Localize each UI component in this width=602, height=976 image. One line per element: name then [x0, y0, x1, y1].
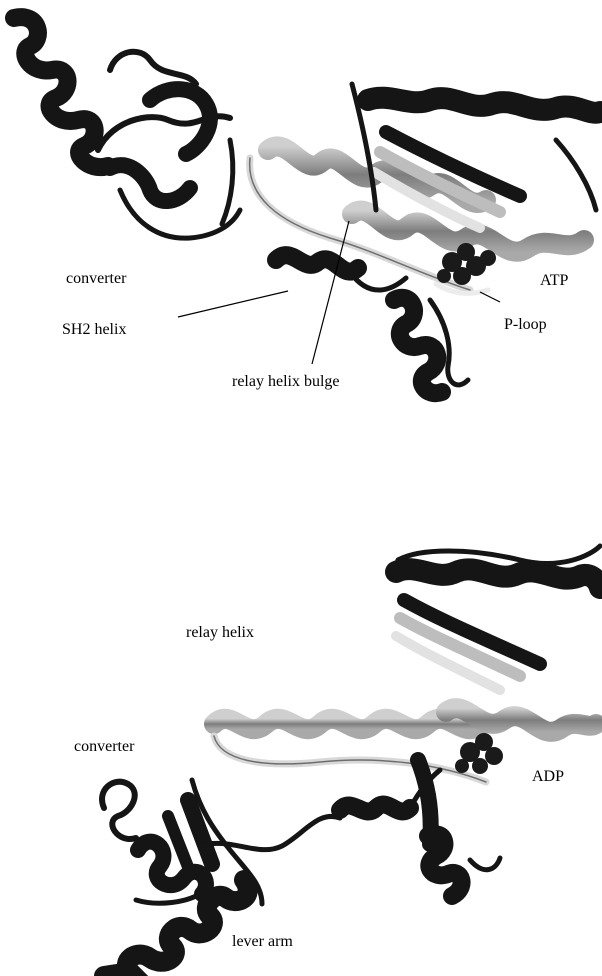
- label-adp: ADP: [532, 768, 564, 785]
- label-p-loop: P-loop: [504, 316, 547, 333]
- label-atp: ATP: [540, 272, 569, 289]
- label-relay-helix-bulge: relay helix bulge: [232, 373, 340, 390]
- lever-arm-ribbon: [104, 880, 248, 976]
- label-lever-arm: lever arm: [232, 933, 293, 950]
- beta-sheet-ribbon: [352, 84, 600, 228]
- label-converter-top: converter: [66, 270, 127, 287]
- label-converter-bottom: converter: [74, 738, 135, 755]
- bottom-panel-structure: [102, 546, 600, 976]
- beta-sheet-ribbon-bottom: [396, 546, 600, 690]
- label-relay-helix: relay helix: [186, 624, 254, 641]
- adp-molecule: [455, 733, 503, 774]
- converter-domain-ribbon: [14, 17, 240, 238]
- label-sh2-helix: SH2 helix: [62, 321, 126, 338]
- converter-domain-ribbon-bottom: [102, 780, 340, 904]
